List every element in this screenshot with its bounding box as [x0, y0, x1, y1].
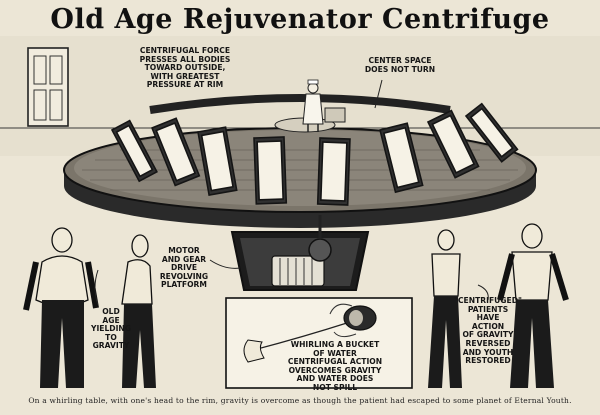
motor-label: MOTOR AND GEAR DRIVE REVOLVING PLATFORM	[159, 246, 209, 290]
hand-icon	[243, 339, 265, 363]
nurse-figure	[302, 79, 324, 132]
motor-pit	[230, 215, 370, 291]
drive-gear	[308, 238, 332, 262]
bed	[464, 102, 519, 163]
page-title: Old Age Rejuvenator Centrifuge	[50, 4, 550, 35]
young-man-profile	[428, 229, 462, 388]
door	[27, 47, 69, 127]
motor-leader	[209, 259, 241, 269]
bucket-inset	[225, 297, 413, 389]
bed	[110, 119, 158, 183]
old-age-label: OLD AGE YIELDING TO GRAVITY	[90, 307, 132, 351]
bed	[379, 122, 424, 194]
young-man-front	[497, 223, 569, 388]
beds	[110, 102, 519, 206]
old-age-leader	[94, 269, 99, 306]
caption: On a whirling table, with one's head to …	[28, 396, 572, 405]
bed	[426, 109, 480, 179]
centrifuged-leader	[477, 284, 489, 301]
center-space-label: CENTER SPACE DOES NOT TURN	[364, 56, 436, 74]
bucket-label: WHIRLING A BUCKET OF WATER CENTRIFUGAL A…	[287, 340, 383, 392]
bed	[316, 137, 351, 206]
center-space-leader	[374, 79, 383, 109]
old-man-front	[23, 227, 99, 388]
centrifuged-label: "CENTRIFUGED" PATIENTS HAVE ACTION OF GR…	[454, 296, 522, 366]
bed	[197, 126, 238, 196]
old-man-profile	[121, 234, 156, 388]
bed	[253, 136, 288, 205]
centrifugal-force-label: CENTRIFUGAL FORCE PRESSES ALL BODIES TOW…	[139, 46, 231, 90]
motor-housing	[271, 255, 325, 287]
bed	[150, 117, 201, 187]
